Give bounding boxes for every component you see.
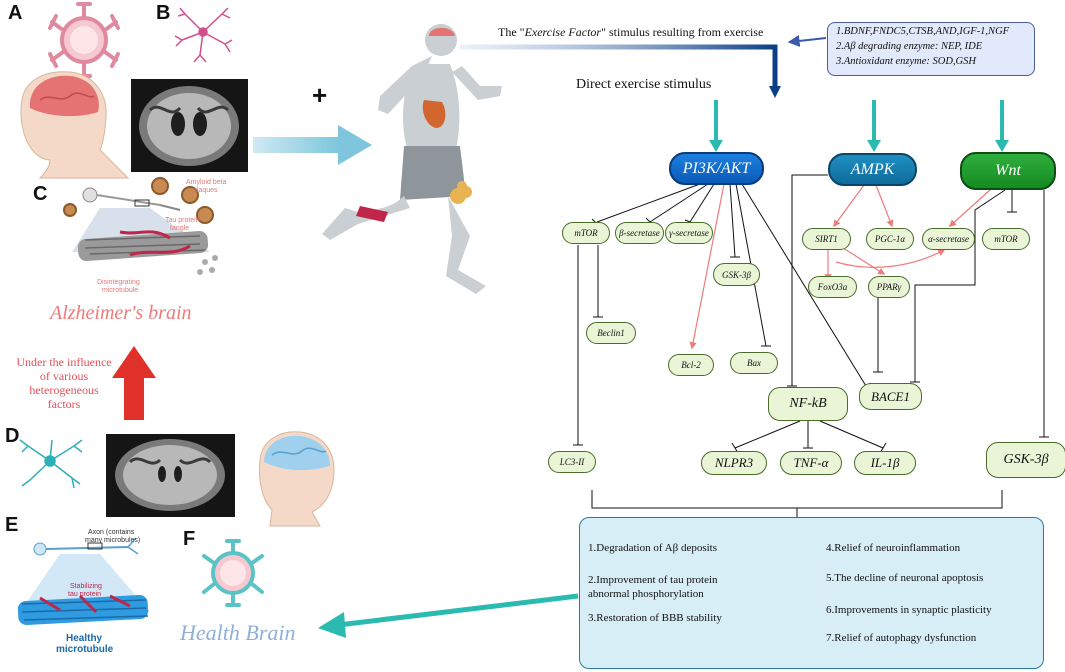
outcome-5: 5.The decline of neuronal apoptosis	[826, 572, 984, 584]
disintegrating-label-2: microtubule	[102, 287, 138, 294]
head-blue-brain-icon	[259, 431, 335, 527]
ampk-node: AMPK	[828, 153, 917, 186]
amyloid-label-2: plaques	[193, 187, 218, 194]
tau-label-2: tangle	[170, 225, 189, 232]
pi3k-akt-node: PI3K/AKT	[669, 152, 764, 185]
outcome-2a: 2.Improvement of tau protein	[588, 574, 718, 586]
sirt1-node: SIRT1	[802, 228, 851, 250]
influence-line-3: heterogeneous	[29, 383, 99, 397]
outcomes-box: 1.Degradation of Aβ deposits 2.Improveme…	[579, 517, 1044, 669]
exercise-factor-arrow-head	[769, 86, 781, 98]
ppary-node: PPARγ	[868, 276, 910, 298]
exercise-factor-emph: Exercise Factor	[524, 25, 602, 39]
beta-secretase-node: β-secretase	[615, 222, 664, 244]
exercise-factor-arrow-line	[460, 44, 778, 86]
factor-box-arrow	[787, 34, 827, 47]
influence-line-4: factors	[47, 397, 81, 411]
nfkb-node: NF-kB	[768, 387, 848, 421]
healthy-label-1: Healthy	[66, 633, 103, 644]
to-pi3k-arrowhead	[709, 140, 723, 152]
alpha-secretase-node: α-secretase	[922, 228, 975, 250]
outcome-1: 1.Degradation of Aβ deposits	[588, 542, 718, 554]
influence-line-2: of various	[39, 369, 89, 383]
panel-letter-d: D	[5, 425, 20, 447]
factor-line-3: 3.Antioxidant enzyme: SOD,GSH	[836, 56, 976, 67]
tau-label-1: Tau protein	[165, 217, 200, 224]
beclin1-node: Beclin1	[586, 322, 636, 344]
mtor-node-2: mTOR	[982, 228, 1030, 250]
bax-node: Bax	[730, 352, 778, 374]
healthy-microtubule-illustration	[17, 537, 150, 625]
inhibition-edges	[573, 174, 1049, 454]
stabilizing-label-1: Stabilizing	[70, 583, 102, 590]
red-up-arrow	[112, 346, 156, 420]
pink-cell-icon	[48, 2, 120, 78]
neuron-plaques-illustration	[63, 177, 218, 275]
gamma-secretase-node: γ-secretase	[665, 222, 713, 244]
factor-line-1: 1.BDNF,FNDC5,CTSB,AND,IGF-1,NGF	[836, 26, 1010, 37]
outcome-7: 7.Relief of autophagy dysfunction	[826, 632, 977, 644]
blue-neuron-icon	[19, 439, 83, 489]
teal-cell-icon	[202, 539, 264, 607]
axon-label-2: many microbules)	[85, 537, 140, 544]
pgc1a-node: PGC-1α	[866, 228, 914, 250]
activation-edges	[689, 183, 991, 350]
axon-label-1: Axon (contains	[88, 529, 135, 536]
to-health-brain-arrowhead	[318, 612, 346, 638]
panel-letter-f: F	[183, 528, 196, 550]
panel-letter-e: E	[5, 514, 19, 536]
il1b-node: IL-1β	[854, 451, 916, 475]
runner-illustration	[322, 24, 502, 294]
outcome-3: 3.Restoration of BBB stability	[588, 612, 722, 624]
to-wnt-arrowhead	[995, 140, 1009, 152]
lc3-node: LC3-II	[548, 451, 596, 473]
to-ampk-arrowhead	[867, 140, 881, 152]
nlpr3-node: NLPR3	[701, 451, 767, 475]
to-health-brain-arrow	[329, 593, 579, 629]
direct-stimulus-label: Direct exercise stimulus	[576, 77, 712, 92]
outcome-6: 6.Improvements in synaptic plasticity	[826, 604, 992, 616]
gsk3b-small-node: GSK-3β	[713, 263, 760, 286]
mtor-node-1: mTOR	[562, 222, 610, 244]
exercise-factor-prefix: The "	[498, 25, 525, 39]
panel-letter-b: B	[156, 2, 171, 24]
panel-letter-a: A	[8, 2, 23, 24]
mri-alzheimer-image	[131, 79, 248, 172]
exercise-factor-label: The "Exercise Factor" stimulus resulting…	[498, 25, 763, 40]
to-runner-arrow	[253, 125, 372, 165]
pink-neuron-icon	[174, 7, 233, 63]
bace1-node: BACE1	[859, 383, 922, 410]
wnt-node: Wnt	[960, 152, 1056, 190]
outcome-4: 4.Relief of neuroinflammation	[826, 542, 961, 554]
head-red-brain-icon	[20, 71, 130, 179]
healthy-label-2: microtubule	[56, 644, 114, 655]
plus-sign: +	[312, 80, 327, 110]
bcl2-node: Bcl-2	[668, 354, 714, 376]
outcome-2b: abnormal phosphorylation	[588, 588, 704, 600]
foxo3a-node: FoxO3a	[808, 276, 857, 298]
outcome-bracket	[591, 490, 1003, 517]
exercise-factor-suffix: " stimulus resulting from exercise	[601, 25, 764, 39]
alzheimers-brain-title: Alzheimer's brain	[50, 302, 192, 324]
tnfa-node: TNF-α	[780, 451, 842, 475]
health-brain-title: Health Brain	[180, 620, 296, 645]
stabilizing-label-2: tau protein	[68, 591, 101, 598]
gsk3b-big-node: GSK-3β	[986, 442, 1065, 478]
amyloid-label-1: Amyloid beta	[186, 179, 227, 186]
influence-line-1: Under the influence	[16, 355, 112, 369]
factor-line-2: 2.Aβ degrading enzyme: NEP, IDE	[836, 41, 983, 52]
mri-healthy-image	[106, 434, 235, 517]
disintegrating-label-1: Disintegrating	[97, 279, 140, 286]
panel-letter-c: C	[33, 183, 48, 205]
exercise-factor-box: 1.BDNF,FNDC5,CTSB,AND,IGF-1,NGF 2.Aβ deg…	[827, 22, 1035, 76]
